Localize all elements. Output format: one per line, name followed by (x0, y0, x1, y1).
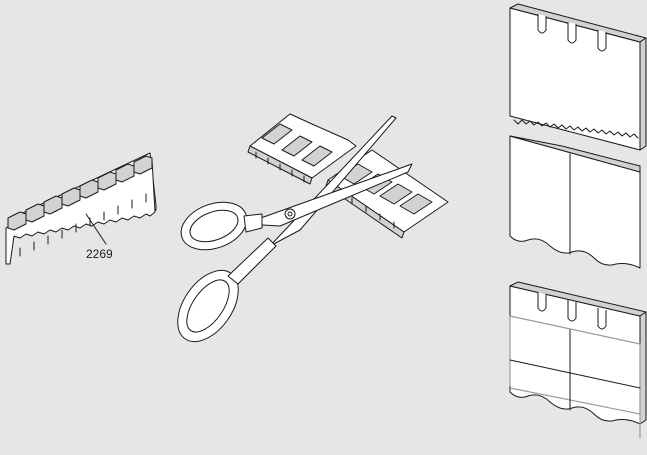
divider-in-sleeve-icon (509, 281, 647, 438)
part-number-label: 2269 (86, 247, 113, 261)
scissors-cutting-strip-icon (177, 113, 449, 343)
tabbed-divider-icon (509, 3, 647, 151)
comb-strip-icon (5, 152, 157, 265)
pocket-sleeve-icon (509, 135, 641, 269)
